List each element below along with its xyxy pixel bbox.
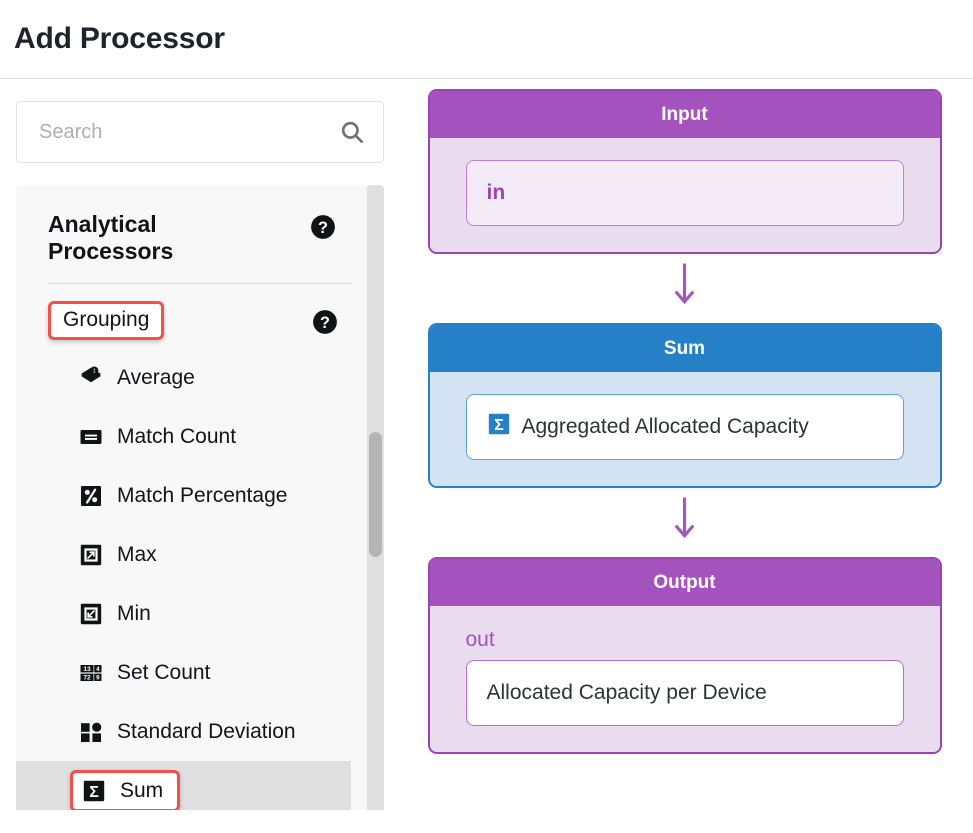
processor-item-match-count[interactable]: Match Count: [16, 407, 384, 466]
input-card-body: in: [429, 138, 940, 252]
processor-item-min[interactable]: Min: [16, 584, 384, 643]
svg-text:9: 9: [96, 674, 100, 681]
output-card-title: Output: [429, 559, 940, 606]
page-header: Add Processor: [0, 0, 973, 79]
processor-item-label: Sum: [120, 778, 164, 802]
processor-item-standard-deviation[interactable]: Standard Deviation: [16, 702, 384, 761]
processor-field[interactable]: Σ Aggregated Allocated Capacity: [465, 394, 904, 460]
arrow-down-icon: [671, 497, 698, 548]
max-icon: [78, 542, 104, 568]
match-count-icon: [78, 424, 104, 450]
svg-text:Σ: Σ: [89, 784, 99, 801]
category-label-grouping[interactable]: Grouping: [48, 300, 165, 340]
processor-item-average[interactable]: 1 Average: [16, 348, 384, 407]
processor-item-label: Set Count: [117, 660, 211, 684]
processor-item-sum-highlight: Σ Sum: [70, 769, 181, 810]
output-card-body: out Allocated Capacity per Device: [429, 606, 940, 752]
processor-item-label: Average: [117, 365, 195, 389]
input-card: Input in: [427, 89, 942, 254]
processor-item-label: Match Count: [117, 424, 237, 448]
processor-flow-pane: Input in Sum Σ: [400, 79, 973, 833]
arrow-down-icon: [671, 263, 698, 314]
processor-item-max[interactable]: Max: [16, 525, 384, 584]
svg-text:1: 1: [93, 368, 96, 374]
panel-title: Analytical Processors: [48, 211, 174, 265]
sum-icon: Σ: [487, 412, 511, 442]
output-card: Output out Allocated Capacity per Device: [427, 557, 942, 754]
processor-list: 1 Average Match Co: [16, 348, 384, 810]
sum-icon: Σ: [81, 778, 107, 804]
processor-field-label: Aggregated Allocated Capacity: [521, 415, 809, 438]
output-port-label: out: [465, 628, 495, 651]
page-title: Add Processor: [14, 22, 225, 55]
min-icon: [78, 601, 104, 627]
processor-card-title: Sum: [429, 325, 940, 372]
processor-card-body: Σ Aggregated Allocated Capacity: [429, 372, 940, 486]
standard-deviation-icon: [78, 719, 104, 745]
search-icon[interactable]: [339, 119, 365, 145]
scrollbar-thumb[interactable]: [369, 432, 382, 557]
set-count-icon: 13 72 4 9: [78, 660, 104, 686]
output-field[interactable]: Allocated Capacity per Device: [465, 660, 904, 726]
content-area: Analytical Processors ? Grouping: [0, 79, 973, 833]
input-card-title: Input: [429, 91, 940, 138]
match-percentage-icon: [78, 483, 104, 509]
svg-text:13: 13: [83, 666, 91, 673]
search-input[interactable]: [37, 119, 339, 145]
processor-item-match-percentage[interactable]: Match Percentage: [16, 466, 384, 525]
processor-card: Sum Σ Aggregated Allocated Capacity: [427, 323, 942, 488]
processor-list-scrollbar[interactable]: [367, 185, 384, 810]
svg-text:?: ?: [320, 314, 330, 332]
svg-text:?: ?: [318, 219, 328, 237]
svg-text:72: 72: [83, 674, 91, 681]
category-row-grouping: Grouping ?: [16, 300, 384, 340]
help-icon[interactable]: ?: [312, 309, 338, 335]
processor-item-label: Max: [117, 542, 157, 566]
panel-divider: [48, 283, 352, 285]
processor-item-label: Match Percentage: [117, 483, 288, 507]
svg-text:4: 4: [96, 666, 100, 673]
svg-text:Σ: Σ: [494, 417, 504, 434]
processor-item-label: Min: [117, 601, 151, 625]
help-icon[interactable]: ?: [310, 214, 336, 240]
processor-list-panel: Analytical Processors ? Grouping: [16, 185, 384, 810]
panel-header: Analytical Processors ?: [16, 211, 384, 265]
processor-item-sum[interactable]: Σ Sum: [16, 761, 351, 810]
input-port-field[interactable]: in: [465, 160, 904, 226]
average-icon: 1: [78, 365, 104, 391]
search-box[interactable]: [16, 101, 384, 163]
processor-item-label: Standard Deviation: [117, 719, 296, 743]
processor-item-set-count[interactable]: 13 72 4 9 Set Count: [16, 643, 384, 702]
processor-browser-pane: Analytical Processors ? Grouping: [0, 79, 400, 833]
